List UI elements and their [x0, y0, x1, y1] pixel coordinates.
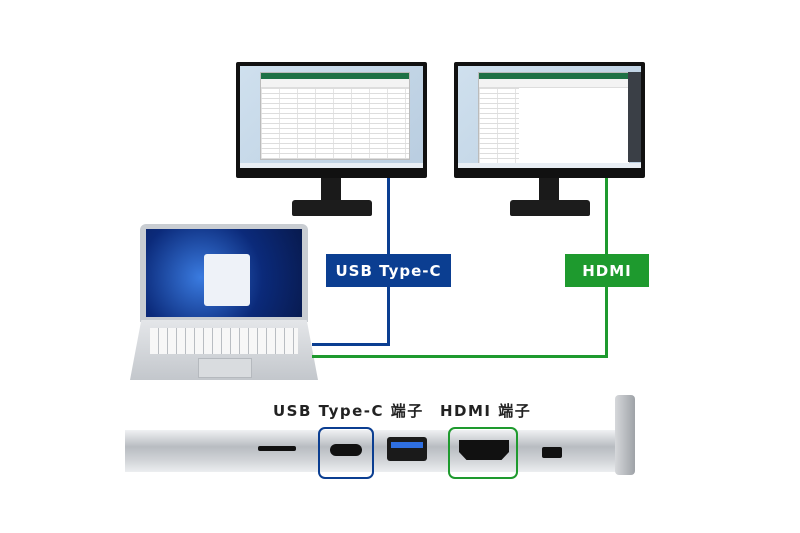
- usb-c-port-label: USB Type-C 端子: [273, 402, 424, 420]
- start-menu: [204, 254, 250, 306]
- card-reader-slot: [258, 446, 296, 451]
- usb-a-port: [387, 437, 427, 461]
- monitor-right: [454, 62, 645, 178]
- monitor-right-base: [510, 200, 590, 216]
- laptop-hinge: [615, 395, 635, 475]
- laptop-keyboard: [150, 328, 298, 354]
- hdmi-connection-label: HDMI: [565, 254, 649, 287]
- monitor-left-screen: [240, 66, 423, 168]
- monitor-left-neck: [321, 178, 341, 202]
- usb-c-highlight-box: [318, 427, 374, 479]
- laptop-lid: [140, 224, 308, 322]
- laptop-base: [130, 320, 318, 380]
- laptop-screen: [146, 229, 302, 317]
- hdmi-highlight-box: [448, 427, 518, 479]
- monitor-right-neck: [539, 178, 559, 202]
- hdmi-port: [459, 440, 509, 460]
- usb-c-connection-label: USB Type-C: [326, 254, 451, 287]
- spreadsheet-window: [478, 72, 630, 168]
- monitor-left-base: [292, 200, 372, 216]
- spreadsheet-window: [260, 72, 410, 160]
- usb-c-port: [330, 444, 362, 456]
- lock-slot: [542, 447, 562, 458]
- laptop-side-edge: [125, 430, 625, 472]
- usb-c-cable-horizontal: [312, 343, 390, 346]
- monitor-left: [236, 62, 427, 178]
- laptop-touchpad: [198, 358, 252, 378]
- hdmi-cable-horizontal: [312, 355, 608, 358]
- monitor-right-screen: [458, 66, 641, 168]
- hdmi-port-label: HDMI 端子: [440, 402, 532, 420]
